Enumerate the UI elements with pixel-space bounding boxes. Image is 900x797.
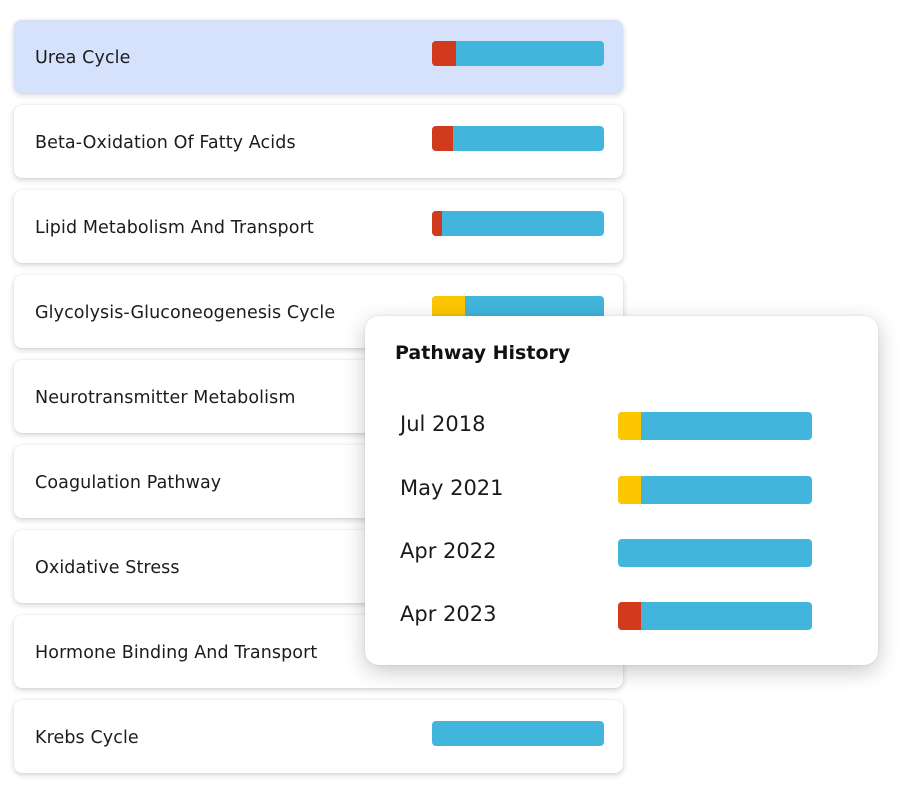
pathway-label: Krebs Cycle <box>35 728 139 748</box>
pathway-label: Neurotransmitter Metabolism <box>35 388 296 408</box>
pathway-flag-segment <box>432 211 443 236</box>
history-entry: Jul 2018 <box>365 404 878 444</box>
pathway-row[interactable]: Krebs Cycle <box>14 700 623 773</box>
pathway-row[interactable]: Lipid Metabolism And Transport <box>14 190 623 263</box>
history-status-bar <box>618 412 812 440</box>
pathway-flag-segment <box>432 126 453 151</box>
pathway-list: Urea Cycle Beta-Oxidation Of Fatty Acids… <box>14 20 623 785</box>
history-entry: Apr 2022 <box>365 531 878 571</box>
pathway-label: Lipid Metabolism And Transport <box>35 218 314 238</box>
pathway-label: Urea Cycle <box>35 48 131 68</box>
pathway-status-bar <box>432 211 604 236</box>
pathway-row[interactable]: Urea Cycle <box>14 20 623 93</box>
pathway-row[interactable]: Beta-Oxidation Of Fatty Acids <box>14 105 623 178</box>
pathway-label: Glycolysis-Gluconeogenesis Cycle <box>35 303 336 323</box>
history-flag-segment <box>618 412 642 440</box>
history-date: May 2021 <box>400 476 504 500</box>
pathway-status-bar <box>432 126 604 151</box>
popover-title: Pathway History <box>395 342 571 364</box>
history-entry: May 2021 <box>365 468 878 508</box>
pathway-status-bar <box>432 721 604 746</box>
pathway-flag-segment <box>432 41 457 66</box>
pathway-label: Hormone Binding And Transport <box>35 643 318 663</box>
history-date: Jul 2018 <box>400 412 486 436</box>
pathway-label: Oxidative Stress <box>35 558 180 578</box>
pathway-label: Beta-Oxidation Of Fatty Acids <box>35 133 296 153</box>
history-status-bar <box>618 539 812 567</box>
history-date: Apr 2023 <box>400 602 497 626</box>
history-flag-segment <box>618 476 642 504</box>
pathway-label: Coagulation Pathway <box>35 473 222 493</box>
history-status-bar <box>618 602 812 630</box>
history-flag-segment <box>618 602 642 630</box>
history-entry: Apr 2023 <box>365 594 878 634</box>
history-status-bar <box>618 476 812 504</box>
history-date: Apr 2022 <box>400 539 497 563</box>
pathway-history-popover: Pathway History Jul 2018 May 2021 Apr 20… <box>365 316 878 665</box>
pathway-status-bar <box>432 41 604 66</box>
